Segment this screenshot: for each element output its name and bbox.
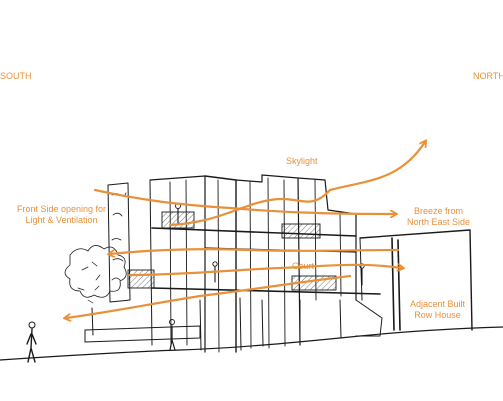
compass-south-label: SOUTH: [0, 71, 32, 82]
front-opening-label: Front Side opening for Light & Ventilati…: [17, 204, 106, 226]
breeze-arrow: [95, 190, 395, 214]
low-front-wall: [85, 326, 200, 342]
ground-line: [0, 327, 503, 360]
breeze-label: Breeze from North East Side: [407, 206, 470, 228]
adjacent-line1: Adjacent Built: [410, 299, 465, 310]
adjacent-line2: Row House: [410, 310, 465, 321]
compass-north-label: NORTH: [473, 71, 503, 82]
person-figure-left: [27, 322, 36, 362]
front-opening-line1: Front Side opening for: [17, 204, 106, 215]
person-figure-center: [170, 320, 176, 351]
front-planter-wall: [108, 183, 130, 302]
front-opening-line2: Light & Ventilation: [17, 215, 106, 226]
adjacent-house-label: Adjacent Built Row House: [410, 299, 465, 321]
skylight-label: Skylight: [286, 156, 318, 167]
court-label: Court: [292, 261, 314, 272]
breeze-line2: North East Side: [407, 217, 470, 228]
lower-arrow: [66, 276, 350, 318]
breeze-line1: Breeze from: [407, 206, 470, 217]
airflow-arrows: [66, 142, 425, 318]
